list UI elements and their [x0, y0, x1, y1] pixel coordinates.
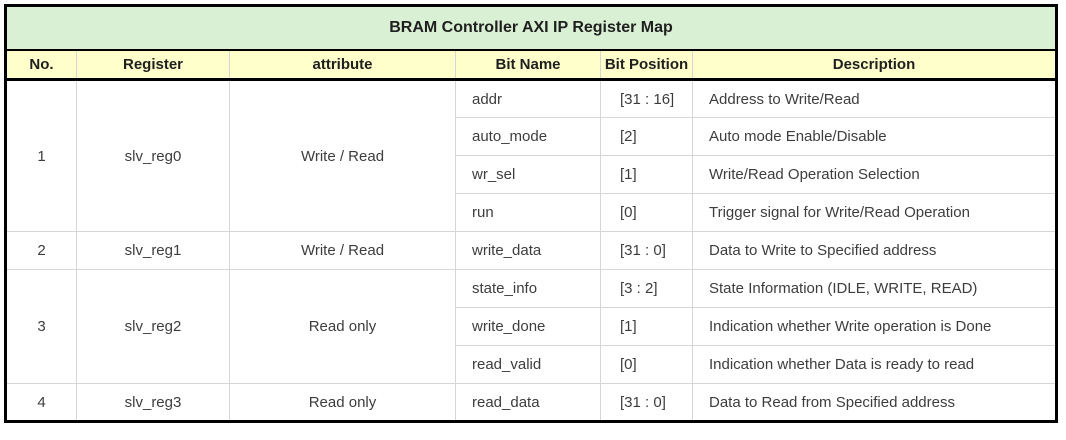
cell-attribute: Write / Read [229, 231, 456, 270]
cell-no: 2 [5, 231, 77, 270]
cell-bit-name: write_done [455, 307, 601, 346]
cell-description: Trigger signal for Write/Read Operation [692, 193, 1057, 232]
table-row: auto_mode [2] Auto mode Enable/Disable [6, 117, 1057, 156]
cell-no: 3 [5, 269, 77, 384]
table-title: BRAM Controller AXI IP Register Map [5, 5, 1057, 51]
cell-bit-name: state_info [455, 269, 601, 308]
cell-bit-position: [0] [600, 345, 693, 384]
cell-no: 4 [5, 383, 77, 422]
cell-register: slv_reg1 [76, 231, 230, 270]
cell-bit-name: wr_sel [455, 155, 601, 194]
cell-description: Write/Read Operation Selection [692, 155, 1057, 194]
table-row: run [0] Trigger signal for Write/Read Op… [6, 193, 1057, 232]
cell-register: slv_reg2 [76, 269, 230, 384]
cell-bit-position: [31 : 0] [600, 383, 693, 422]
cell-attribute: Read only [229, 383, 456, 422]
cell-attribute: Read only [229, 269, 456, 384]
cell-no: 1 [5, 79, 77, 232]
cell-attribute: Write / Read [229, 79, 456, 232]
cell-bit-position: [0] [600, 193, 693, 232]
table-title-row: BRAM Controller AXI IP Register Map [5, 5, 1057, 51]
cell-bit-name: read_valid [455, 345, 601, 384]
cell-description: Indication whether Write operation is Do… [692, 307, 1057, 346]
cell-bit-position: [2] [600, 117, 693, 156]
cell-bit-name: read_data [455, 383, 601, 422]
cell-bit-name: addr [455, 79, 601, 118]
table-header-row: No. Register attribute Bit Name Bit Posi… [5, 49, 1057, 81]
table-row: 3 slv_reg2 Read only state_info [3 : 2] … [5, 269, 1057, 384]
table-row: 2 slv_reg1 Write / Read write_data [31 :… [5, 231, 1057, 270]
cell-bit-name: write_data [455, 231, 601, 270]
cell-bit-position: [1] [600, 307, 693, 346]
column-header-no: No. [5, 49, 77, 81]
column-header-register: Register [76, 49, 230, 81]
cell-description: State Information (IDLE, WRITE, READ) [692, 269, 1057, 308]
column-header-attribute: attribute [229, 49, 456, 81]
column-header-bit-name: Bit Name [455, 49, 601, 81]
cell-bit-position: [31 : 16] [600, 79, 693, 118]
column-header-bit-position: Bit Position [600, 49, 693, 81]
table-row: wr_sel [1] Write/Read Operation Selectio… [6, 155, 1057, 194]
cell-bit-name: run [455, 193, 601, 232]
register-map-table: BRAM Controller AXI IP Register Map No. … [4, 4, 1058, 423]
cell-description: Address to Write/Read [692, 79, 1057, 118]
table-row: write_done [1] Indication whether Write … [6, 307, 1057, 346]
cell-description: Indication whether Data is ready to read [692, 345, 1057, 384]
table-row: 1 slv_reg0 Write / Read addr [31 : 16] A… [5, 79, 1057, 232]
table-row: read_valid [0] Indication whether Data i… [6, 345, 1057, 384]
cell-description: Data to Write to Specified address [692, 231, 1057, 270]
cell-register: slv_reg3 [76, 383, 230, 422]
cell-description: Data to Read from Specified address [692, 383, 1057, 422]
cell-bit-position: [31 : 0] [600, 231, 693, 270]
cell-description: Auto mode Enable/Disable [692, 117, 1057, 156]
cell-register: slv_reg0 [76, 79, 230, 232]
column-header-description: Description [692, 49, 1057, 81]
cell-bit-position: [1] [600, 155, 693, 194]
cell-bit-name: auto_mode [455, 117, 601, 156]
cell-bit-position: [3 : 2] [600, 269, 693, 308]
table-row: 4 slv_reg3 Read only read_data [31 : 0] … [5, 383, 1057, 422]
